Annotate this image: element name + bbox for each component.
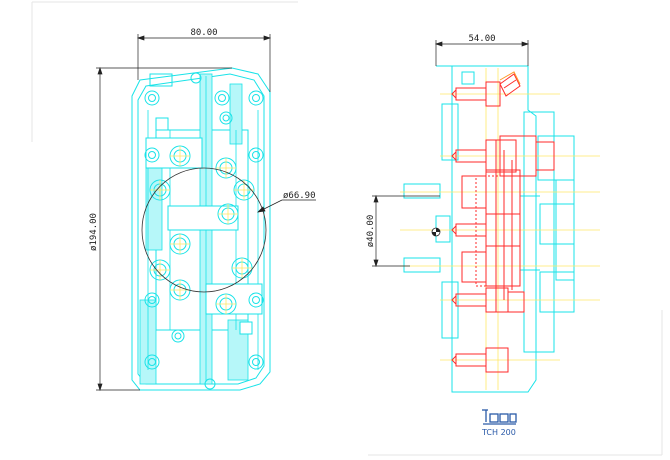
side-accent bbox=[499, 71, 521, 85]
front-clamp-blocks bbox=[145, 117, 263, 335]
pitch-circle-dimension: ø66.90 bbox=[283, 191, 316, 201]
side-bore-dimension: ø40.00 bbox=[366, 215, 376, 248]
iscar-logo-icon bbox=[482, 409, 517, 425]
side-dimensions bbox=[372, 40, 530, 268]
side-centerlines bbox=[400, 68, 600, 390]
side-width-dimension: 54.00 bbox=[468, 34, 495, 44]
side-view: 54.00 ø40.00 bbox=[366, 34, 600, 393]
front-bolt-holes bbox=[144, 72, 264, 390]
brand-logo: TCH 200 bbox=[481, 409, 517, 437]
side-body-outline bbox=[403, 65, 575, 393]
center-marker bbox=[431, 227, 441, 237]
side-tool-holders bbox=[451, 73, 555, 373]
front-dimensions bbox=[96, 34, 316, 392]
front-view: 80.00 ø194.00 ø66.90 bbox=[89, 28, 316, 392]
front-height-dimension: ø194.00 bbox=[89, 213, 99, 251]
model-label: TCH 200 bbox=[481, 428, 516, 437]
frame-lines bbox=[31, 1, 663, 456]
front-width-dimension: 80.00 bbox=[190, 28, 217, 38]
front-centerlines bbox=[150, 146, 254, 314]
pitch-circle bbox=[141, 167, 267, 293]
